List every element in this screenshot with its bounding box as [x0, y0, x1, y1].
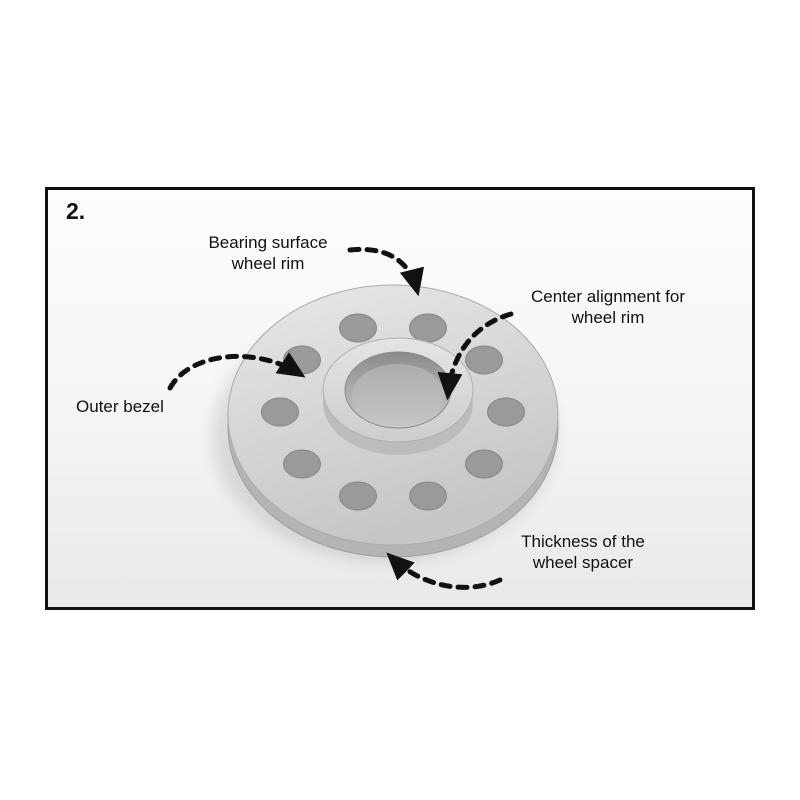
- wheel-spacer-diagram: [167, 246, 559, 590]
- arrow-outer-bezel: [167, 352, 306, 391]
- bolt-hole: [283, 345, 321, 375]
- bolt-hole: [409, 481, 447, 511]
- step-number: 2.: [66, 198, 86, 224]
- label-bearing-surface: Bearing surface wheel rim: [208, 233, 328, 273]
- arrow-center-alignment: [437, 311, 514, 401]
- bolt-hole: [283, 449, 321, 479]
- bolt-hole: [409, 313, 447, 343]
- center-bore-floor: [352, 364, 444, 426]
- bolt-hole: [339, 313, 377, 343]
- bolt-hole: [339, 481, 377, 511]
- label-center-alignment: Center alignment for wheel rim: [530, 287, 686, 327]
- arrow-thickness: [386, 552, 503, 590]
- label-thickness: Thickness of the wheel spacer: [521, 532, 645, 572]
- annotation-arrows: [167, 246, 514, 590]
- bolt-hole: [261, 397, 299, 427]
- diagram-frame: 2. Bearing surface wheel rim Center alig…: [45, 187, 755, 610]
- bolt-hole: [487, 397, 525, 427]
- arrow-bearing-surface: [347, 246, 425, 297]
- label-outer-bezel: Outer bezel: [76, 397, 164, 416]
- bolt-hole: [465, 345, 503, 375]
- bolt-hole: [465, 449, 503, 479]
